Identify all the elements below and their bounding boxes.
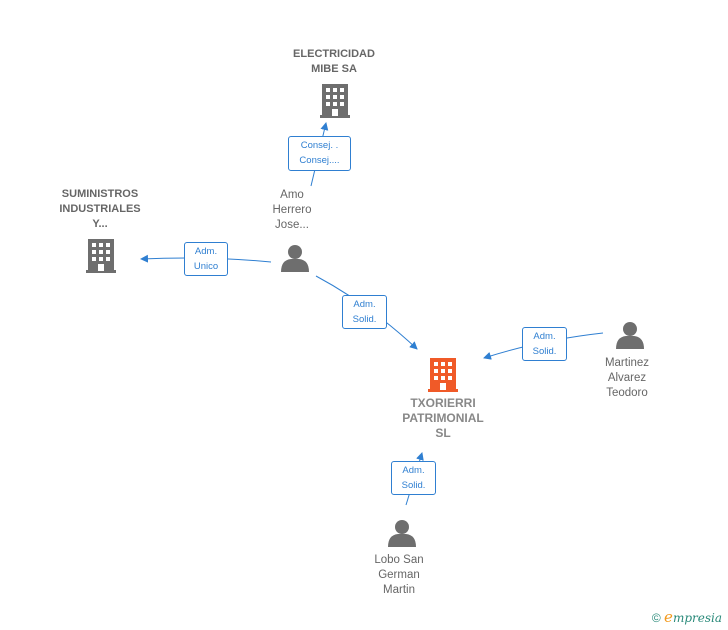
building-icon[interactable] [320, 84, 350, 118]
brand-initial: e [664, 608, 673, 626]
node-label-line: Teodoro [606, 387, 648, 399]
node-label-line: Jose... [275, 219, 309, 231]
relation-label-line: Consej. . [300, 140, 339, 151]
relation-label-line: Solid. [401, 480, 426, 491]
node-label-line: TXORIERRI [410, 396, 476, 410]
relation-label-line: Consej.... [299, 155, 340, 166]
relation-label-line: Adm. [402, 465, 425, 476]
building-icon[interactable] [86, 239, 116, 273]
node-label-line: Alvarez [607, 372, 647, 384]
node-label-amo-herrero[interactable]: Amo Herrero Jose... [252, 188, 332, 233]
relation-label-line: Solid. [532, 346, 557, 357]
node-label-lobo-san-german[interactable]: Lobo San German Martin [359, 553, 439, 598]
relation-label-line: Adm. [533, 331, 556, 342]
node-label-line: SL [435, 426, 451, 440]
node-label-line: Martinez [604, 357, 650, 369]
relation-label-line: Adm. [353, 299, 376, 310]
node-label-line: Amo [280, 189, 304, 201]
node-label-line: German [378, 569, 420, 581]
relation-label-line: Unico [193, 261, 219, 272]
node-label-line: SUMINISTROS [61, 188, 139, 200]
relation-label-amo-suministros[interactable]: Adm. Unico [184, 242, 228, 276]
copyright-symbol: © [651, 611, 661, 625]
relation-label-martinez-txorierri[interactable]: Adm. Solid. [522, 327, 567, 361]
empresia-watermark: © empresia [652, 608, 722, 626]
node-label-suministros-industriales[interactable]: SUMINISTROS INDUSTRIALES Y... [40, 187, 160, 232]
node-label-line: Herrero [272, 204, 312, 216]
main-company-building-icon[interactable] [428, 358, 458, 392]
relation-label-lobo-txorierri[interactable]: Adm. Solid. [391, 461, 436, 495]
relation-label-line: Adm. [194, 246, 218, 257]
node-label-line: MIBE SA [311, 63, 357, 75]
relation-label-amo-txorierri[interactable]: Adm. Solid. [342, 295, 387, 329]
node-label-txorierri-patrimonial[interactable]: TXORIERRI PATRIMONIAL SL [383, 396, 503, 441]
person-icon[interactable] [616, 322, 644, 349]
node-label-martinez-alvarez[interactable]: Martinez Alvarez Teodoro [587, 356, 667, 401]
node-label-line: Martin [383, 584, 415, 596]
node-label-line: INDUSTRIALES [59, 203, 141, 215]
node-label-electricidad-mibe[interactable]: ELECTRICIDAD MIBE SA [274, 47, 394, 77]
node-label-line: Y... [92, 218, 108, 230]
node-label-line: ELECTRICIDAD [293, 48, 375, 60]
person-icon[interactable] [281, 245, 309, 272]
brand-name: mpresia [672, 611, 722, 625]
relation-label-amo-electricidad[interactable]: Consej. . Consej.... [288, 136, 351, 171]
person-icon[interactable] [388, 520, 416, 547]
relation-label-line: Solid. [352, 314, 377, 325]
node-label-line: PATRIMONIAL [402, 411, 484, 425]
node-label-line: Lobo San [374, 554, 424, 566]
